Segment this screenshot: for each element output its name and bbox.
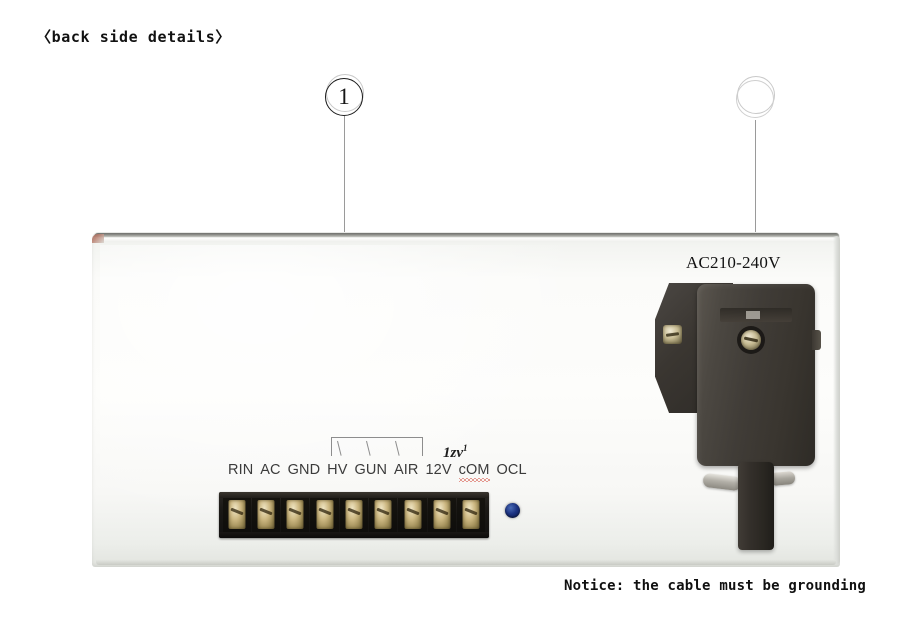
grounding-notice: Notice: the cable must be grounding: [564, 578, 867, 594]
callout-marker-2[interactable]: [736, 76, 776, 118]
terminal-label-gnd: GND: [287, 462, 321, 478]
terminal-block-top-rail: [219, 492, 489, 498]
terminal-label-12v: 12V: [425, 462, 452, 478]
terminal-label-gun: GUN: [354, 462, 388, 478]
terminal-label-ac: AC: [260, 462, 281, 478]
ac-connector-screw: [741, 330, 761, 350]
terminal-screw-ac: [251, 495, 281, 535]
cable-strain-relief-boot: [738, 462, 774, 550]
terminal-block: [219, 492, 489, 538]
callout-number: 1: [338, 84, 350, 109]
ac-voltage-label: AC210-240V: [686, 253, 781, 272]
panel-top-highlight: [96, 238, 837, 241]
leader-line-callout-2: [755, 120, 757, 248]
terminal-screw-rin: [222, 495, 251, 535]
callout-number: [736, 80, 774, 118]
terminal-screw-ocl: [457, 495, 486, 535]
terminal-group-bracket: [331, 437, 423, 459]
terminal-label-row: RIN AC GND HV GUN AIR 12V cOM OCL: [228, 462, 527, 482]
panel-bottom-edge: [96, 560, 836, 565]
page-title: 〈back side details〉: [36, 28, 231, 46]
terminal-label-com: cOM: [458, 462, 490, 482]
callout-inner-ring-icon: [325, 78, 363, 116]
terminal-block-base: [219, 532, 489, 538]
terminal-screw-com: [427, 495, 457, 535]
handwritten-annotation: 1zv1: [443, 443, 468, 462]
handwritten-annotation-text: 1zv: [443, 445, 463, 461]
ac-flange-screw: [663, 325, 682, 344]
bracket-tick-air: [395, 440, 400, 456]
ac-connector-side-nub: [812, 330, 821, 350]
terminal-screw-hv: [310, 495, 339, 535]
bracket-stem-left: [331, 437, 333, 456]
terminal-label-hv: HV: [327, 462, 348, 478]
ac-connector-slot: [720, 308, 792, 322]
terminal-label-ocl: OCL: [496, 462, 527, 478]
terminal-screw-12v: [398, 495, 427, 535]
power-led-indicator: [505, 503, 520, 518]
callout-marker-1[interactable]: 1: [325, 74, 365, 116]
terminal-label-air: AIR: [394, 462, 419, 478]
panel-right-edge: [833, 236, 840, 564]
bracket-stem-right: [421, 437, 423, 456]
terminal-screw-air: [369, 495, 398, 535]
bracket-tick-gun: [366, 440, 371, 456]
terminal-screw-gun: [339, 495, 369, 535]
panel-corner-accent: [92, 234, 104, 243]
handwritten-annotation-superscript: 1: [463, 443, 468, 453]
panel-top-edge: [94, 233, 839, 237]
terminal-screw-gnd: [281, 495, 310, 535]
terminal-label-rin: RIN: [228, 462, 254, 478]
bracket-bar: [331, 437, 423, 439]
bracket-tick-hv: [337, 440, 342, 456]
callout-inner-ring-icon: [736, 80, 774, 118]
